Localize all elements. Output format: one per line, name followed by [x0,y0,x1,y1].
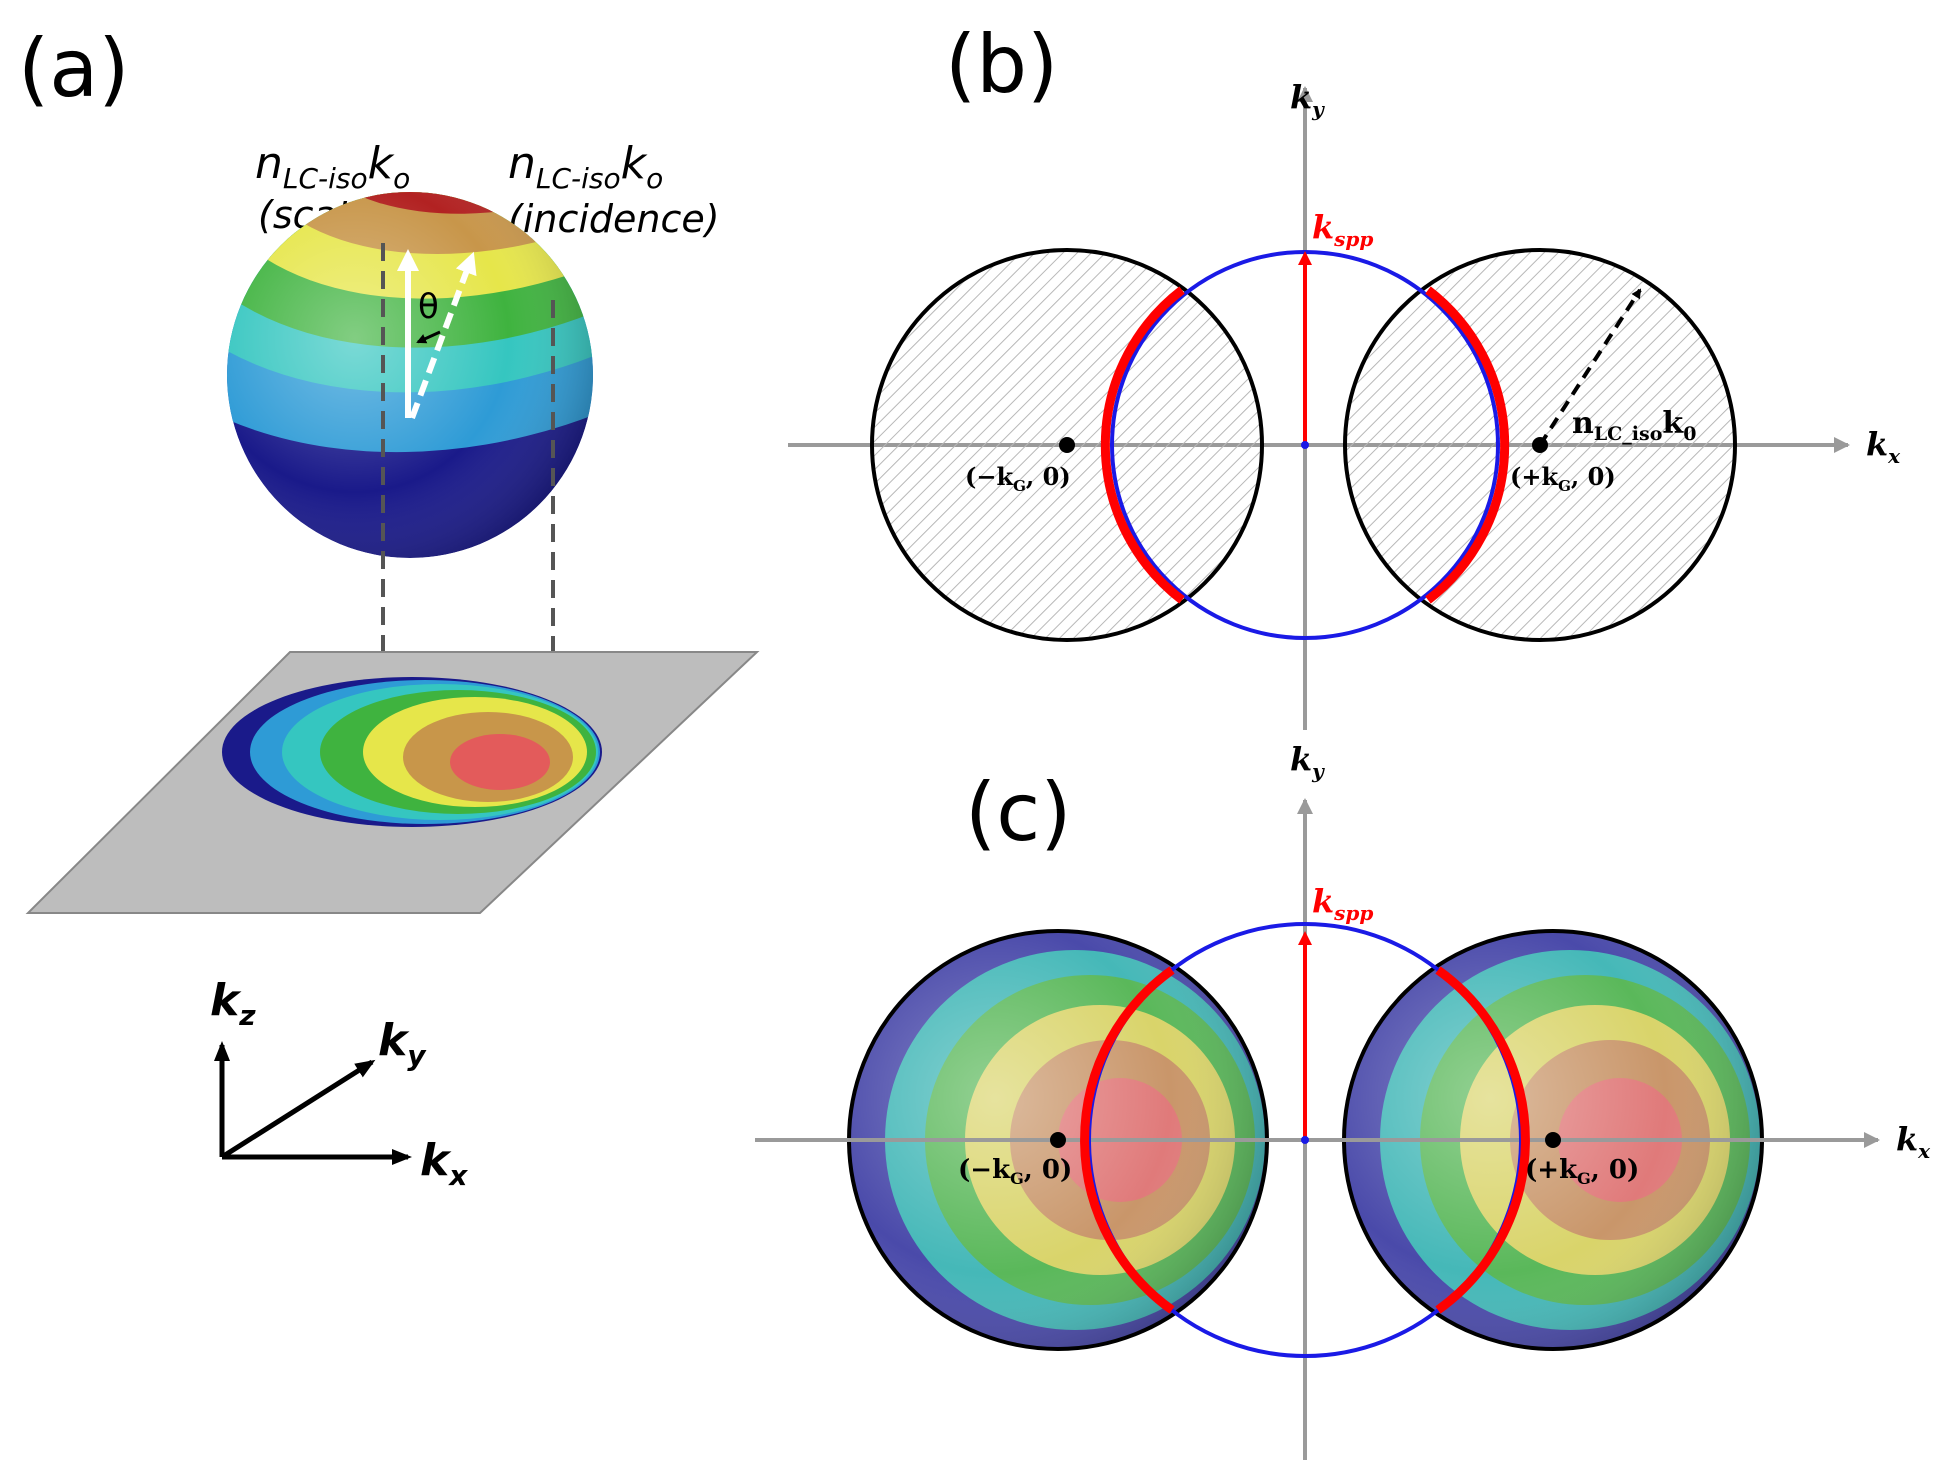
svg-text:kspp: kspp [1312,208,1373,251]
b-origin [1301,441,1309,449]
panel-b: (b) ky kx kspp (−kG, 0) (+kG, 0) nLC_iso… [788,18,1901,730]
svg-text:kx: kx [1866,425,1901,468]
svg-text:ky: ky [378,1015,427,1072]
c-left-center [1050,1132,1066,1148]
b-radius-label: nLC_isok0 [1572,406,1696,445]
panel-c-label: (c) [965,766,1071,859]
svg-text:ky: ky [1290,78,1325,121]
incidence-note: (incidence) [508,197,720,241]
c-origin [1301,1136,1309,1144]
c-left-red-arc [1080,966,1175,1314]
panel-a: (a) nLC-isoko (scattered) nLC-isoko (inc… [18,22,760,1192]
panel-b-label: (b) [945,18,1058,111]
k-axes-icon: kz ky kx [210,975,468,1192]
panel-c: (c) ky kx [755,740,1931,1460]
theta-arc [416,330,441,344]
svg-text:kspp: kspp [1312,882,1373,925]
c-right-red-arc [1435,966,1530,1314]
c-right-center [1545,1132,1561,1148]
b-left-center [1059,437,1075,453]
b-left-point-label: (−kG, 0) [965,462,1071,495]
panel-a-label: (a) [18,22,129,115]
b-left-red-arc [1100,286,1185,604]
svg-text:ky: ky [1290,740,1325,783]
incidence-label: nLC-isoko (incidence) [508,138,720,241]
svg-text:kx: kx [1896,1120,1931,1163]
projected-disk [222,677,602,827]
c-right-point-label: (+kG, 0) [1525,1155,1639,1188]
svg-text:kx: kx [420,1135,468,1192]
svg-text:nLC-isoko: nLC-isoko [508,138,663,195]
svg-text:kz: kz [210,975,256,1032]
incidence-vector [409,251,477,420]
theta-label: θ [418,287,439,327]
b-right-red-arc [1425,286,1510,604]
svg-text:nLC-isoko: nLC-isoko [255,138,410,195]
b-radius-arrow [1538,288,1642,447]
b-right-point-label: (+kG, 0) [1510,462,1616,495]
ewald-sphere [227,192,593,558]
c-left-point-label: (−kG, 0) [958,1155,1072,1188]
